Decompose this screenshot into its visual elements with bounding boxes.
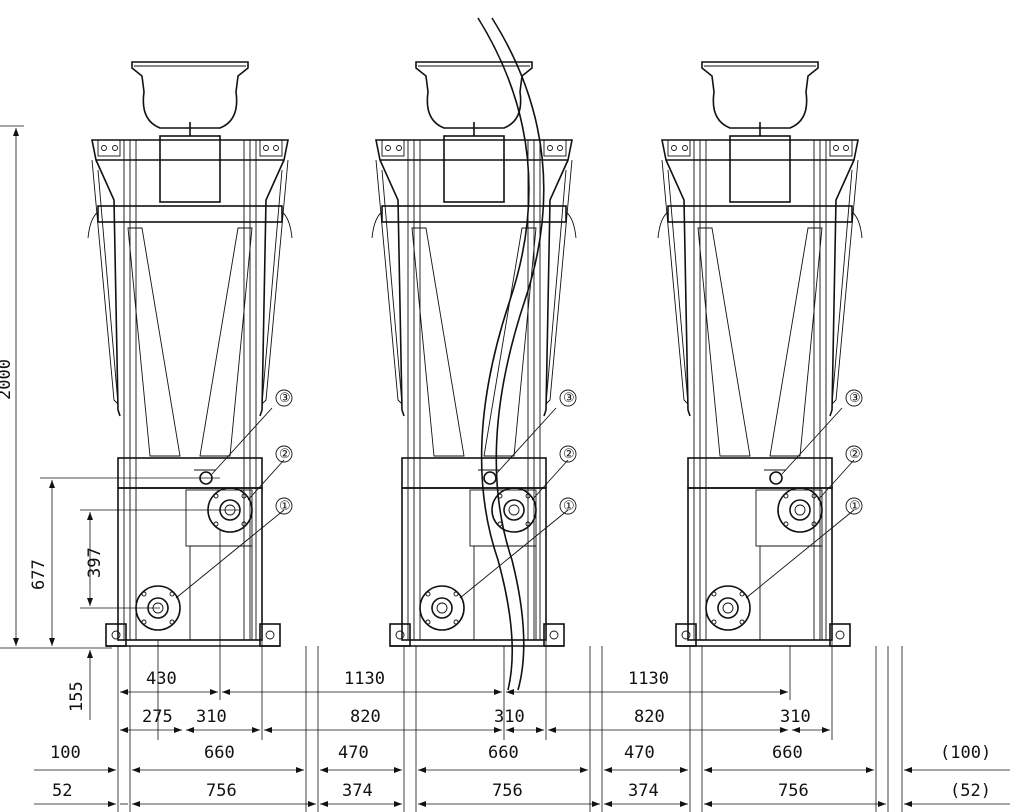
dim-100-ref: (100) [940,743,991,763]
dim-row-3: 100 660 470 660 470 660 (100) [34,743,1010,773]
dim-430: 430 [146,669,177,689]
dim-pipe-spacing: 397 [85,547,105,578]
dim-310-c: 310 [780,707,811,727]
callout-3: ③ [279,391,291,406]
dim-820-a: 820 [350,707,381,727]
callout-1: ① [563,499,575,514]
dim-660-b: 660 [488,743,519,763]
dim-row-4: 52 756 374 756 374 756 (52) [34,781,1010,807]
callout-1: ① [279,499,291,514]
dim-pipe-height: 677 [29,559,49,590]
dim-1130-b: 1130 [628,669,669,689]
callout-3: ③ [849,391,861,406]
callout-2: ② [849,447,861,462]
unit-3 [657,61,863,647]
callouts: ③ ② ① ③ ② ① ③ ② ① [279,391,861,514]
dim-1130-a: 1130 [344,669,385,689]
vertical-dimensions: 2000 677 397 155 [0,125,240,720]
dim-310-a: 310 [196,707,227,727]
dim-470-b: 470 [624,743,655,763]
dim-52-ref: (52) [950,781,991,801]
dim-310-b: 310 [494,707,525,727]
unit-1 [87,61,293,647]
dim-820-b: 820 [634,707,665,727]
dim-374-b: 374 [628,781,659,801]
dim-52: 52 [52,781,72,801]
callout-2: ② [279,447,291,462]
dim-660-a: 660 [204,743,235,763]
hose-inner [491,17,545,691]
callout-2: ② [563,447,575,462]
dim-base-offset: 155 [67,681,87,712]
dim-275: 275 [142,707,173,727]
dim-660-c: 660 [772,743,803,763]
callout-1: ① [849,499,861,514]
dim-470-a: 470 [338,743,369,763]
hose-outer [477,17,530,691]
dim-row-1: 430 1130 1130 [120,669,788,695]
dim-756-b: 756 [492,781,523,801]
dim-374-a: 374 [342,781,373,801]
callout-3: ③ [563,391,575,406]
unit-2 [371,61,577,647]
dim-756-a: 756 [206,781,237,801]
dim-row-2: 275 310 820 310 820 310 [120,707,830,733]
dim-100: 100 [50,743,81,763]
dim-756-c: 756 [778,781,809,801]
dim-overall-height: 2000 [0,359,15,400]
